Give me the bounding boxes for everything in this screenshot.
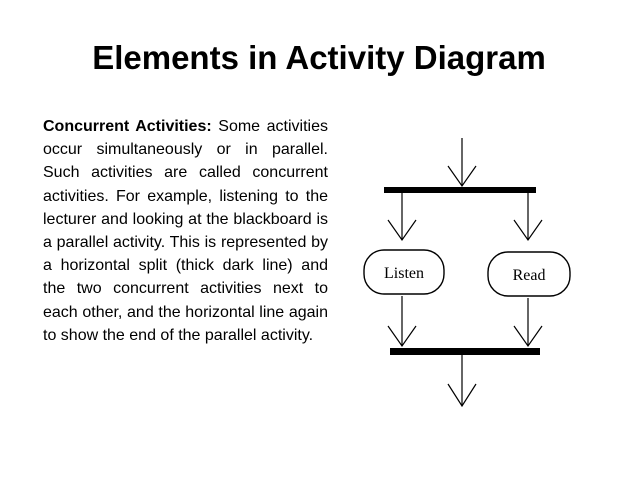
join-right-arrow xyxy=(513,298,543,348)
activity-label-listen: Listen xyxy=(384,265,424,282)
incoming-arrow xyxy=(447,138,477,188)
activity-label-read: Read xyxy=(513,267,546,284)
outgoing-arrow xyxy=(447,355,477,408)
fork-right-arrow xyxy=(513,193,543,242)
activity-diagram: Listen Read xyxy=(350,128,590,418)
body-text: Some activities occur simultaneously or … xyxy=(43,118,329,344)
activity-node-listen: Listen xyxy=(363,249,445,295)
slide-title: Elements in Activity Diagram xyxy=(92,39,546,76)
activity-node-read: Read xyxy=(487,251,571,297)
fork-left-arrow xyxy=(387,193,417,242)
body-paragraph: Concurrent Activities: Some activities o… xyxy=(43,115,328,347)
fork-bar xyxy=(384,187,536,193)
join-bar xyxy=(390,348,540,355)
body-lead: Concurrent Activities: xyxy=(43,118,212,135)
join-left-arrow xyxy=(387,296,417,348)
